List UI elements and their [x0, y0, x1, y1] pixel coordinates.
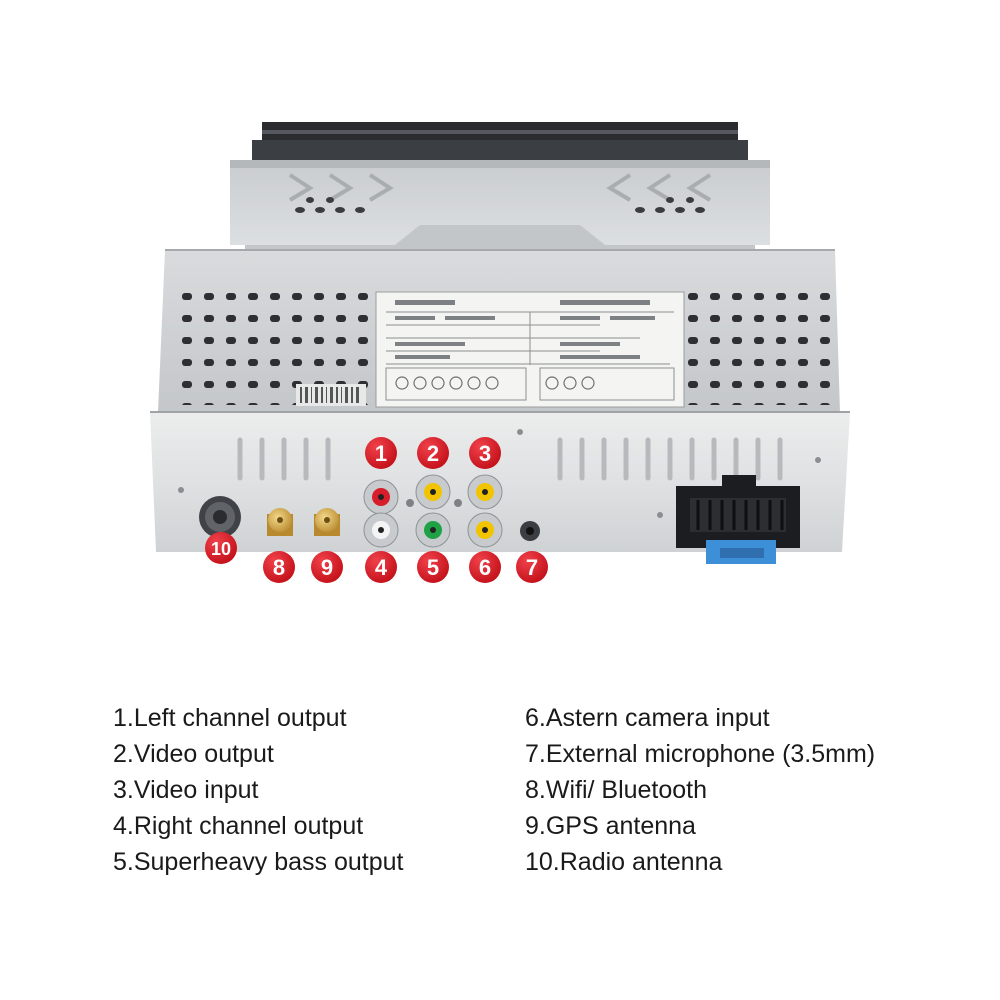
legend-item: 1.Left channel output	[113, 704, 347, 732]
rca-right-channel-jack	[363, 512, 399, 548]
marker-6-label: 6	[479, 555, 491, 580]
legend-item: 10.Radio antenna	[525, 848, 723, 876]
marker-8-label: 8	[273, 555, 285, 580]
car-stereo-rear-photo: 1 2 3 4 5 6 7 8 9 10	[150, 122, 850, 583]
marker-2-label: 2	[427, 441, 439, 466]
legend-item: 6.Astern camera input	[525, 704, 770, 732]
legend-item: 8.Wifi/ Bluetooth	[525, 776, 708, 804]
marker-8: 8	[263, 551, 295, 583]
marker-9: 9	[311, 551, 343, 583]
marker-10: 10	[205, 532, 237, 564]
rca-camera-input-jack	[467, 512, 503, 548]
marker-5-label: 5	[427, 555, 439, 580]
legend-item: 5.Superheavy bass output	[113, 848, 404, 876]
front-panel-lip	[252, 122, 748, 166]
marker-9-label: 9	[321, 555, 333, 580]
wifi-bluetooth-connector	[267, 508, 293, 536]
marker-4: 4	[365, 551, 397, 583]
legend-item: 7.External microphone (3.5mm)	[525, 740, 876, 768]
wiring-harness-connector	[676, 475, 800, 564]
marker-1-label: 1	[375, 441, 387, 466]
spec-label-sticker	[375, 291, 685, 408]
radio-antenna-socket	[199, 496, 241, 538]
legend-item: 4.Right channel output	[113, 812, 364, 840]
top-cover-plate	[230, 160, 770, 250]
marker-7-label: 7	[526, 555, 538, 580]
marker-5: 5	[417, 551, 449, 583]
marker-7: 7	[516, 551, 548, 583]
legend-left-column: 1.Left channel output 2.Video output 3.V…	[113, 700, 403, 880]
rca-bass-output-jack	[415, 512, 451, 548]
marker-3: 3	[469, 437, 501, 469]
marker-4-label: 4	[375, 555, 388, 580]
rca-video-input-jack	[467, 474, 503, 510]
legend-item: 9.GPS antenna	[525, 812, 696, 840]
rca-video-output-jack	[415, 474, 451, 510]
legend-item: 2.Video output	[113, 740, 274, 768]
legend-item: 3.Video input	[113, 776, 259, 804]
marker-3-label: 3	[479, 441, 491, 466]
microphone-jack	[520, 521, 540, 541]
marker-2: 2	[417, 437, 449, 469]
marker-6: 6	[469, 551, 501, 583]
barcode-sticker	[296, 384, 366, 406]
gps-antenna-connector	[314, 508, 340, 536]
legend-right-column: 6.Astern camera input 7.External microph…	[525, 700, 875, 880]
marker-10-label: 10	[211, 539, 231, 559]
rca-left-channel-jack	[363, 479, 399, 515]
marker-1: 1	[365, 437, 397, 469]
